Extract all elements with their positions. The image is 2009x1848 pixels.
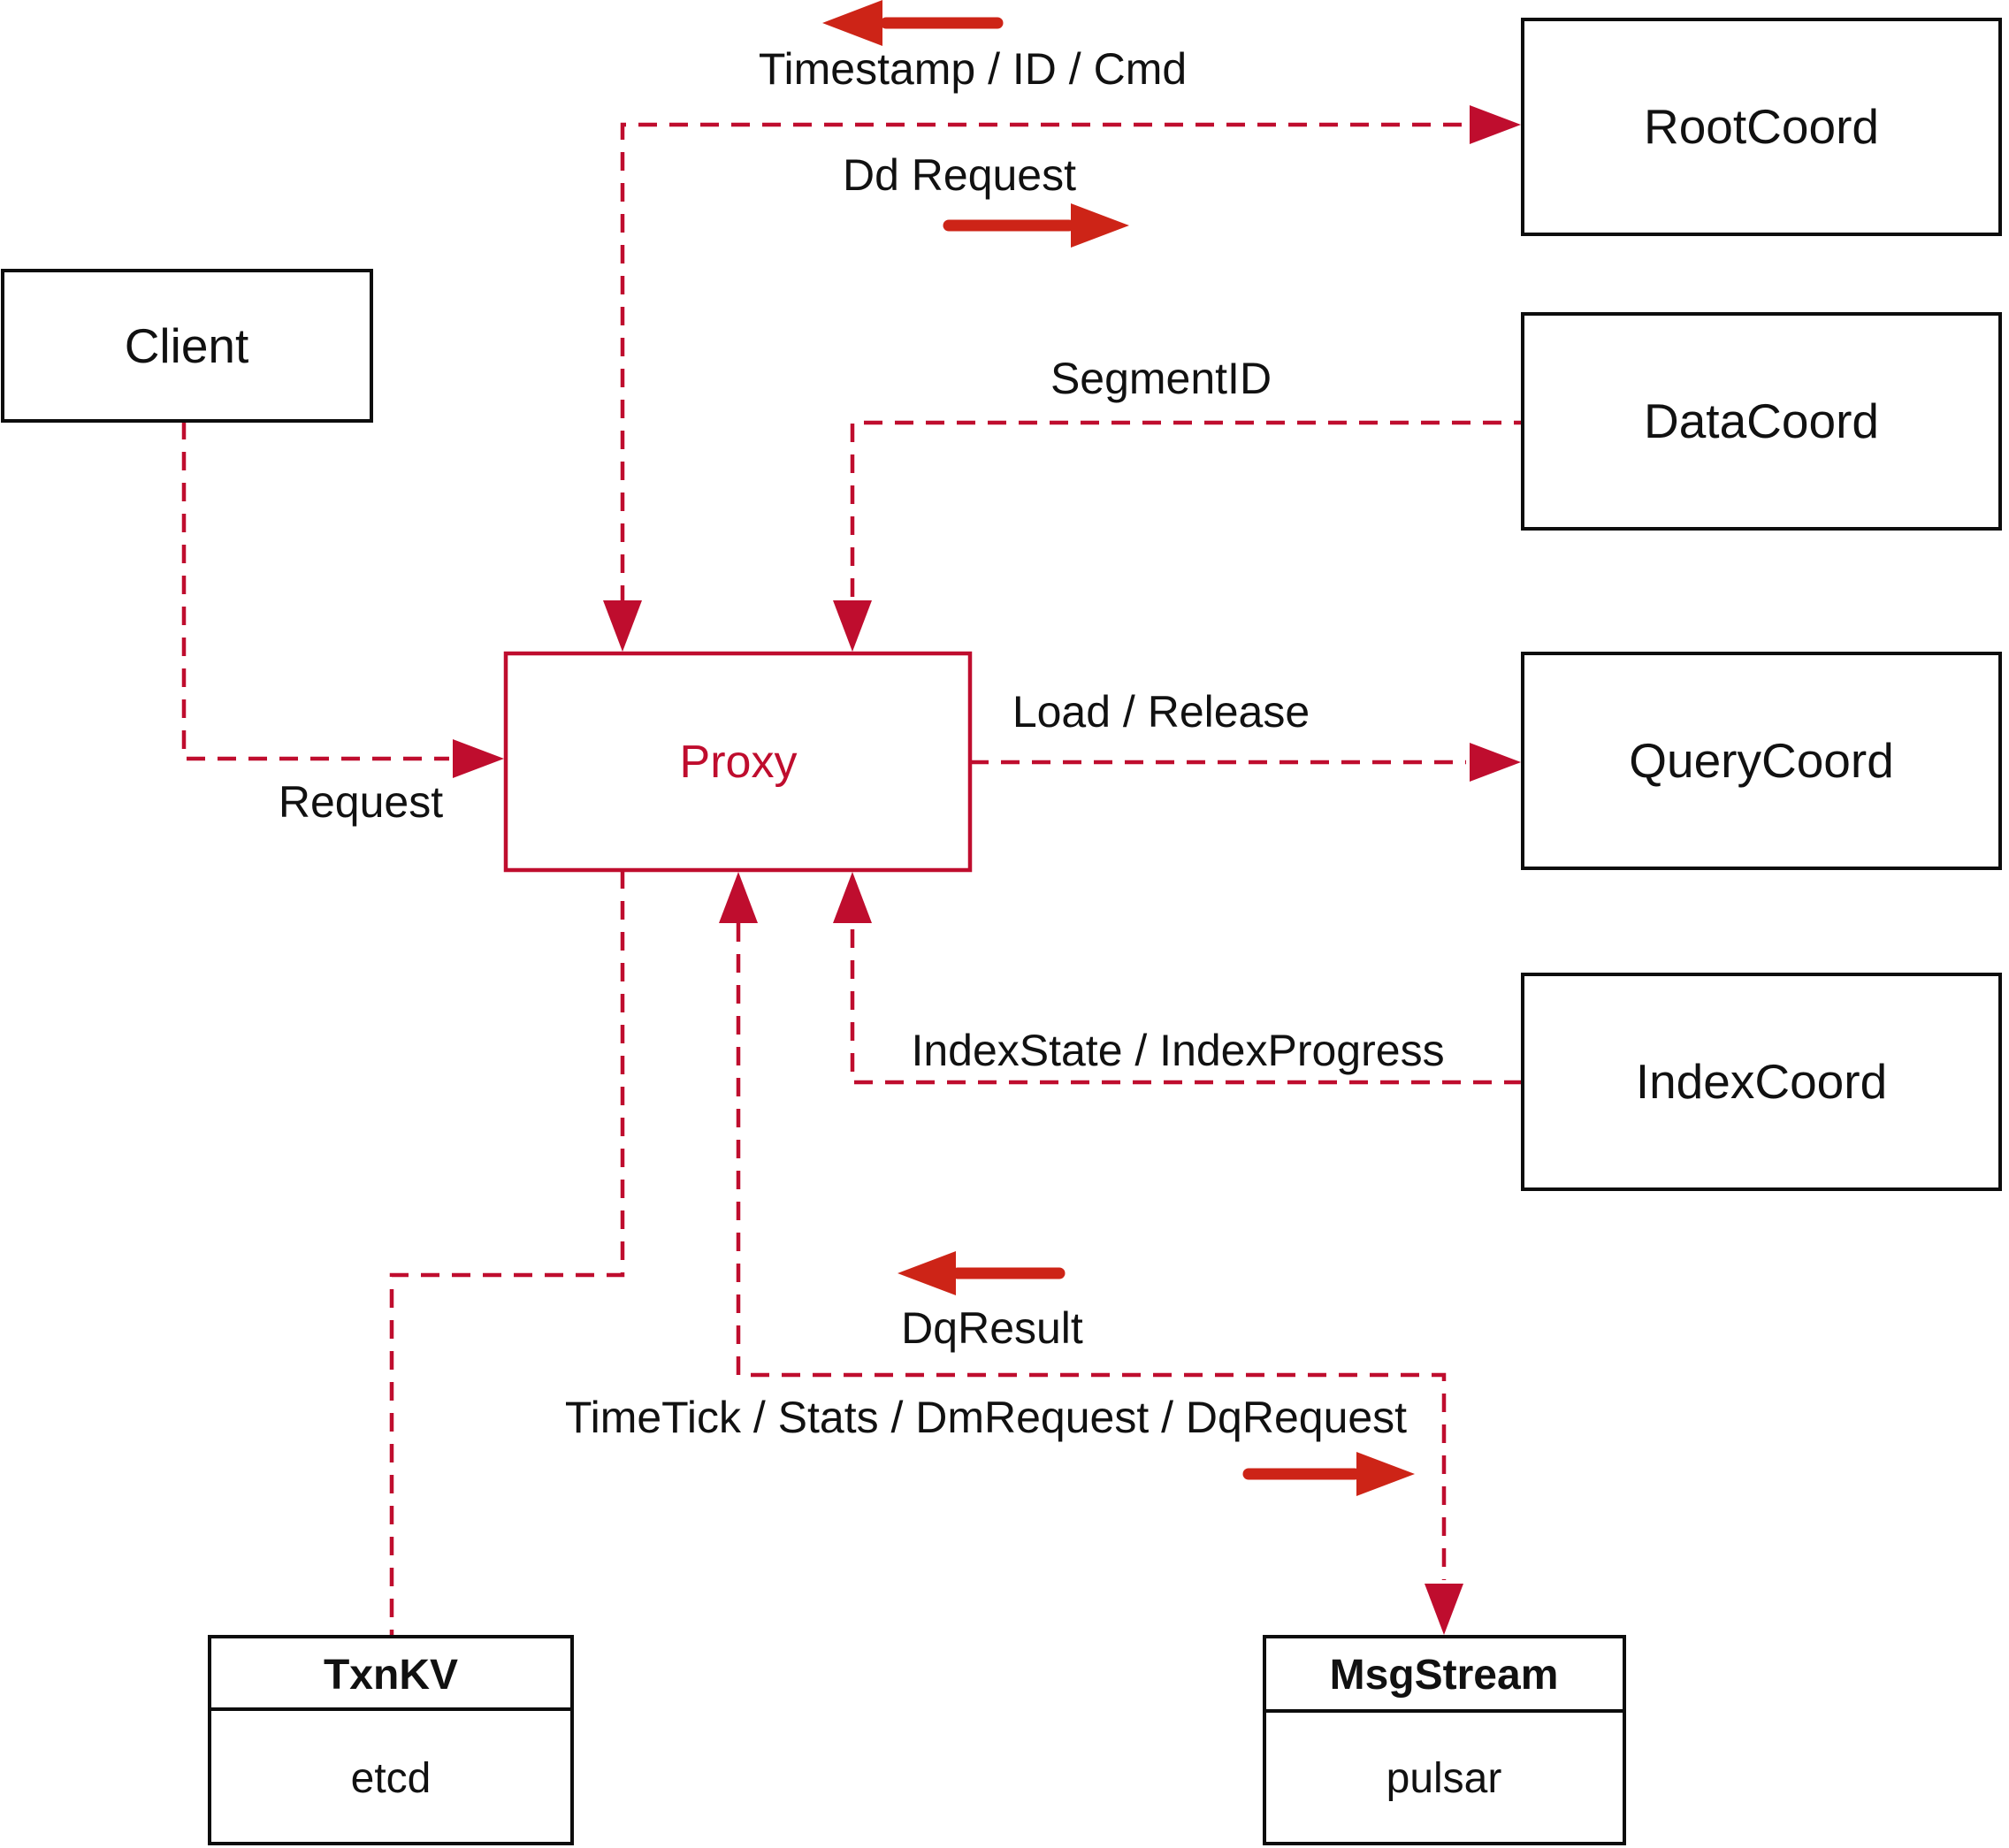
arrowhead-into-proxy-left-icon (453, 739, 504, 778)
proxy-label: Proxy (680, 737, 798, 788)
arrowhead-into-querycoord-icon (1470, 743, 1521, 782)
connector-proxy-txnkv-path (389, 870, 625, 1635)
edge-label-dq-result: DqResult (901, 1303, 1083, 1353)
connector-indexcoord-proxy (833, 872, 1523, 1085)
datacoord-box (1521, 312, 2002, 531)
client-box (1, 269, 373, 423)
edge-label-load-release: Load / Release (1012, 687, 1310, 737)
connector-proxy-rootcoord-path (620, 122, 1466, 604)
edge-label-timestamp-id-cmd: Timestamp / ID / Cmd (759, 44, 1187, 94)
direction-arrow-timestamp-left (822, 0, 1004, 46)
client-label: Client (125, 318, 249, 373)
direction-arrow-ddrequest-right (943, 203, 1129, 248)
arrowhead-into-proxy-bottom-middle-icon (719, 872, 758, 923)
direction-arrow-dqresult-left (898, 1251, 1066, 1295)
connector-client-proxy-path (181, 421, 449, 761)
node-proxy: Proxy (503, 651, 973, 873)
edge-label-dd-request: Dd Request (843, 150, 1076, 200)
querycoord-box (1521, 652, 2002, 870)
indexcoord-label: IndexCoord (1636, 1054, 1887, 1109)
connector-proxy-msgstream-path (736, 923, 1447, 1580)
connector-proxy-rootcoord (603, 105, 1521, 652)
right-arrow-icon (1071, 203, 1129, 248)
edge-label-timetick-stats: TimeTick / Stats / DmRequest / DqRequest (565, 1393, 1407, 1442)
node-txnkv: TxnKV etcd (208, 1635, 574, 1845)
connector-datacoord-proxy-path (850, 420, 1523, 597)
arrowhead-into-proxy-bottom-right-icon (833, 872, 872, 923)
connector-client-proxy (181, 421, 504, 778)
arrowhead-into-rootcoord-icon (1470, 105, 1521, 144)
connector-datacoord-proxy (833, 420, 1523, 652)
edge-label-index-state-progress: IndexState / IndexProgress (911, 1026, 1444, 1075)
edge-label-request: Request (279, 777, 443, 827)
node-rootcoord: RootCoord (1521, 18, 2002, 236)
right-arrow-icon (1356, 1452, 1415, 1496)
txnkv-implementation: etcd (351, 1755, 432, 1802)
rootcoord-box (1521, 18, 2002, 236)
connector-proxy-txnkv (389, 870, 625, 1635)
connector-indexcoord-proxy-path (850, 927, 1523, 1085)
node-querycoord: QueryCoord (1521, 652, 2002, 870)
rootcoord-label: RootCoord (1644, 99, 1879, 154)
connector-proxy-querycoord (970, 743, 1521, 782)
querycoord-label: QueryCoord (1629, 733, 1894, 788)
connector-proxy-msgstream (719, 872, 1463, 1635)
msgstream-title: MsgStream (1330, 1652, 1559, 1699)
datacoord-label: DataCoord (1644, 393, 1879, 448)
node-client: Client (1, 269, 373, 423)
txnkv-box (208, 1635, 574, 1845)
edge-label-segment-id: SegmentID (1050, 354, 1272, 403)
msgstream-box (1263, 1635, 1626, 1845)
arrowhead-into-msgstream-icon (1425, 1584, 1463, 1635)
arrowhead-into-proxy-top-right-icon (833, 600, 872, 652)
left-arrow-icon (822, 0, 882, 46)
indexcoord-box (1521, 973, 2002, 1191)
node-indexcoord: IndexCoord (1521, 973, 2002, 1191)
direction-arrow-timetick-right (1242, 1452, 1415, 1496)
msgstream-implementation: pulsar (1386, 1755, 1502, 1802)
node-msgstream: MsgStream pulsar (1263, 1635, 1626, 1845)
left-arrow-icon (898, 1251, 956, 1295)
txnkv-title: TxnKV (324, 1652, 458, 1699)
arrowhead-into-proxy-top-left-icon (603, 600, 642, 652)
node-datacoord: DataCoord (1521, 312, 2002, 531)
proxy-box (503, 651, 973, 873)
